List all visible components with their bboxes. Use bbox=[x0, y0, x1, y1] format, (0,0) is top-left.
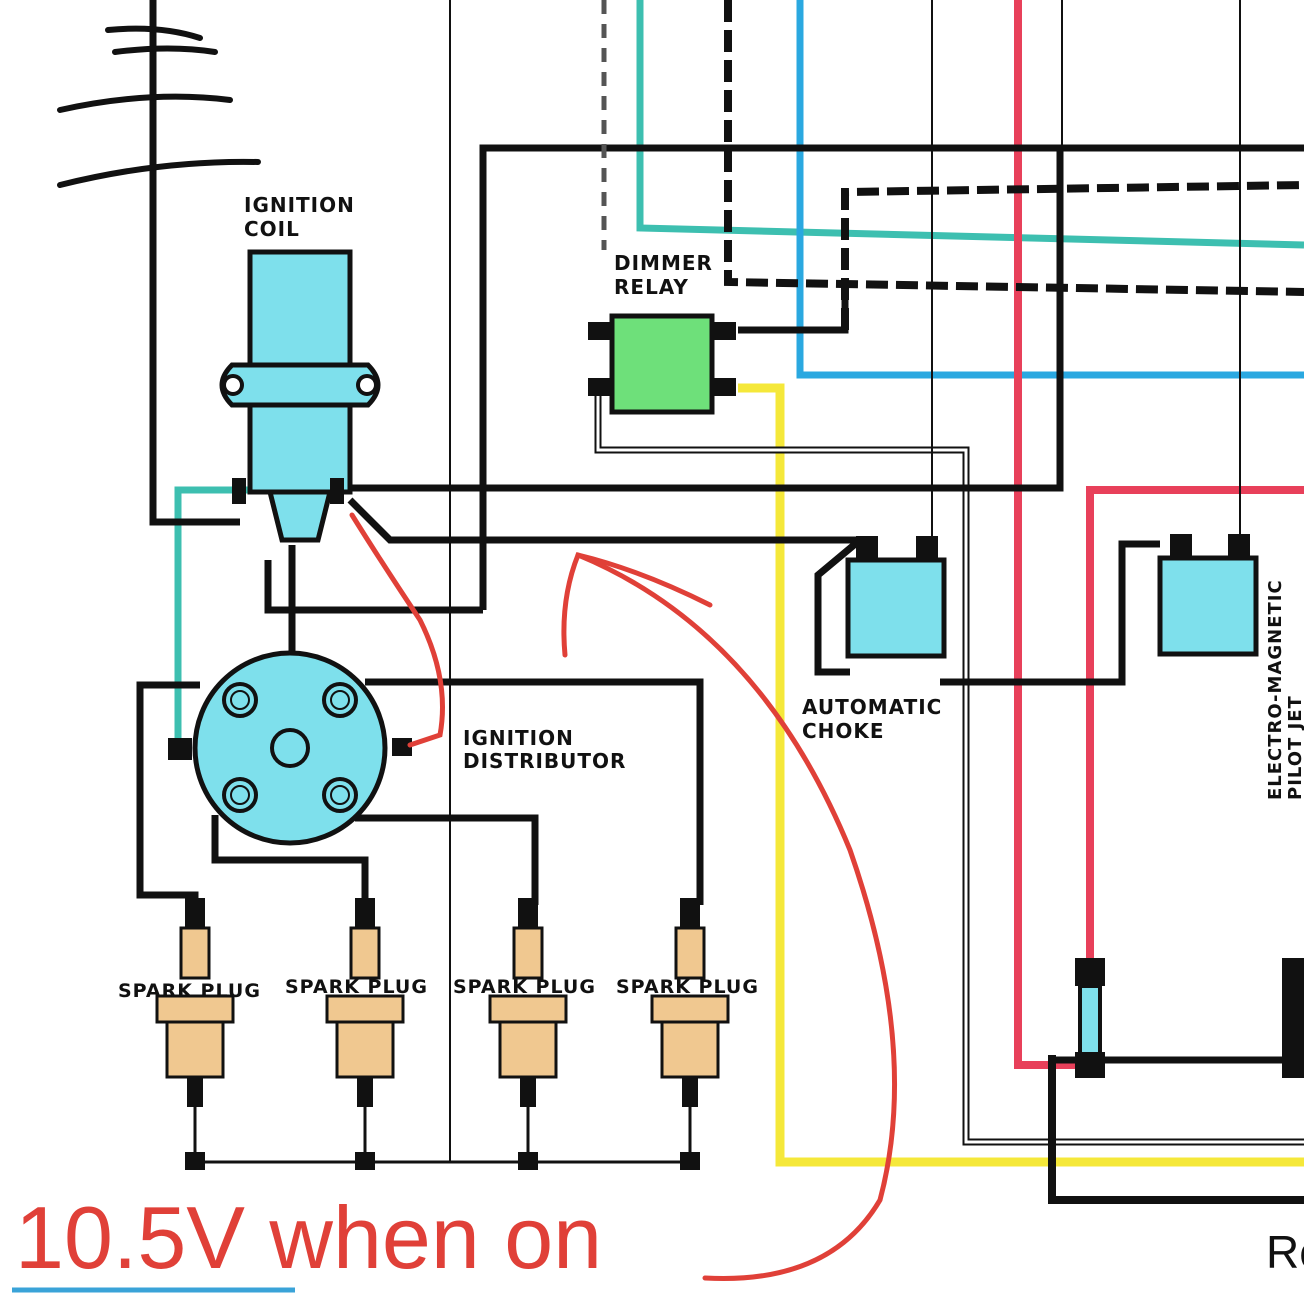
spark-plugs bbox=[155, 898, 730, 1170]
spark-plug-4 bbox=[650, 898, 730, 1170]
cropped-edge-text: Re bbox=[1266, 1226, 1304, 1278]
hand-drawn-antenna bbox=[57, 25, 261, 188]
spark-plug-1 bbox=[155, 898, 235, 1170]
spark-plug-label-2: SPARK PLUG bbox=[285, 976, 428, 998]
automatic-choke-label-line1: AUTOMATIC bbox=[802, 695, 942, 719]
double-wire bbox=[594, 395, 1304, 1146]
ignition-distributor-label-line2: DISTRIBUTOR bbox=[463, 749, 626, 773]
spark-plug-label-1: SPARK PLUG bbox=[118, 980, 261, 1002]
dashed-wire bbox=[601, 0, 1304, 330]
ignition-coil bbox=[219, 249, 381, 543]
ignition-coil-label-line1: IGNITION bbox=[244, 193, 355, 217]
dimmer-relay bbox=[588, 313, 736, 415]
dimmer-relay-label-line1: DIMMER bbox=[614, 251, 713, 275]
ignition-distributor-label-line1: IGNITION bbox=[463, 726, 574, 750]
fuses bbox=[1075, 958, 1304, 1078]
ignition-coil-label-line2: COIL bbox=[244, 217, 300, 241]
spark-plug-label-3: SPARK PLUG bbox=[453, 976, 596, 998]
hand-drawn-arrow bbox=[349, 512, 898, 1282]
spark-plug-3 bbox=[488, 898, 568, 1170]
spark-plug-2 bbox=[325, 898, 405, 1170]
ignition-distributor bbox=[168, 650, 412, 846]
voltage-annotation: 10.5V when on bbox=[15, 1188, 602, 1287]
black-wires bbox=[136, 0, 1304, 1204]
blue-wire bbox=[796, 0, 1304, 379]
pilot-jet-label-line1: ELECTRO-MAGNETIC bbox=[1265, 579, 1286, 800]
pilot-jet-label-line2: PILOT JET bbox=[1285, 695, 1304, 800]
spark-plug-label-4: SPARK PLUG bbox=[616, 976, 759, 998]
yellow-wire bbox=[738, 383, 1304, 1167]
dimmer-relay-label-line2: RELAY bbox=[614, 275, 689, 299]
teal-wire bbox=[174, 0, 1304, 745]
automatic-choke bbox=[845, 536, 947, 659]
automatic-choke-label-line2: CHOKE bbox=[802, 719, 885, 743]
pilot-jet bbox=[1157, 534, 1259, 657]
